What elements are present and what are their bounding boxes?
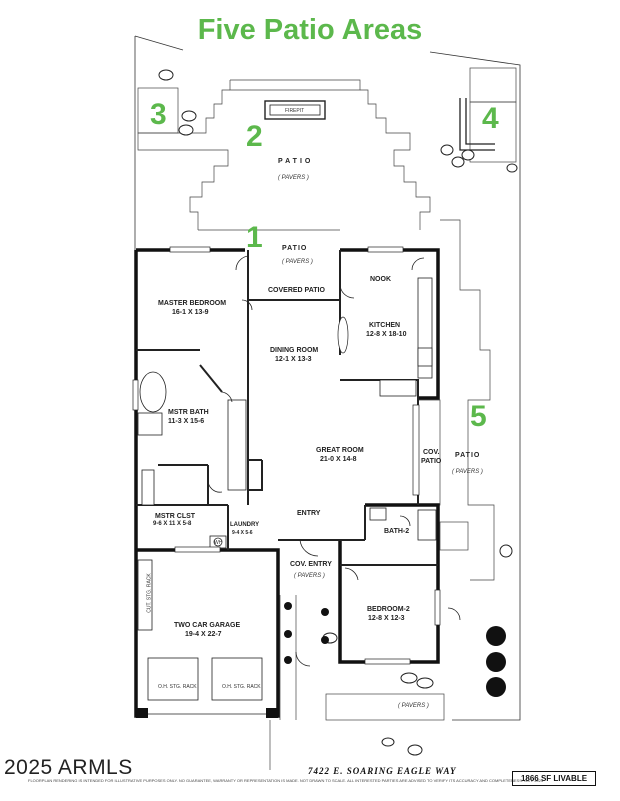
- cov-patio-label-2: PATIO: [421, 458, 442, 465]
- page-title: Five Patio Areas: [197, 14, 423, 46]
- nook-label: NOOK: [370, 276, 391, 283]
- dining-room-label: DINING ROOM: [270, 347, 319, 354]
- garage-label: TWO CAR GARAGE: [174, 622, 241, 629]
- watermark: 2025 ARMLS: [4, 756, 133, 779]
- mstr-bath-label: MSTR BATH: [168, 409, 209, 416]
- master-bedroom-label: MASTER BEDROOM: [158, 300, 227, 307]
- mstr-bath-size: 11-3 X 15-6: [168, 418, 205, 425]
- patio-right-label: PATIO: [455, 452, 481, 459]
- fixtures: [137, 277, 437, 701]
- mstr-clst-label: MSTR CLST: [155, 513, 196, 520]
- kitchen-size: 12-8 X 18-10: [366, 331, 407, 338]
- laundry-size: 9-4 X 5-6: [232, 530, 253, 536]
- patio-top-label: PATIO: [278, 158, 314, 165]
- dining-room-size: 12-1 X 13-3: [275, 356, 312, 363]
- disclaimer: FLOORPLAN RENDERING IS INTENDED FOR ILLU…: [28, 778, 544, 783]
- planter-area-4: [459, 98, 495, 151]
- stepping-stones: [158, 69, 518, 756]
- garage-size: 19-4 X 22-7: [185, 631, 222, 638]
- water-heater-label: WH: [214, 540, 223, 546]
- firepit-label: FIREPIT: [285, 108, 305, 114]
- cut-storage-rack: CUT. STG. RACK: [146, 573, 153, 613]
- exterior-walls: [134, 248, 440, 718]
- zone-label-2: 2: [246, 120, 263, 153]
- laundry-label: LAUNDRY: [230, 522, 260, 528]
- bedroom2-label: BEDROOM-2: [367, 606, 410, 613]
- mstr-clst-size: 9-6 X 11 X 5-8: [153, 521, 192, 527]
- bedroom2-size: 12-8 X 12-3: [368, 615, 405, 622]
- kitchen-label: KITCHEN: [369, 322, 401, 329]
- cov-patio-label: COV.: [423, 449, 440, 456]
- firepit: [264, 100, 326, 120]
- master-bedroom-size: 16-1 X 13-9: [172, 309, 209, 316]
- property-boundary: [134, 35, 521, 721]
- patio-mid-label: PATIO: [282, 245, 308, 252]
- bath2-label: BATH-2: [384, 528, 410, 535]
- entry-label: ENTRY: [297, 510, 321, 517]
- cov-entry-label: COV. ENTRY: [290, 561, 332, 568]
- zone-label-3: 3: [150, 98, 167, 131]
- great-room-size: 21-0 X 14-8: [320, 456, 357, 463]
- patio-right-pavers-label: ( PAVERS ): [452, 469, 483, 475]
- patio-top-pavers-label: ( PAVERS ): [278, 175, 309, 181]
- garage-door: [136, 708, 278, 718]
- cov-entry-pavers-label: ( PAVERS ): [294, 573, 325, 579]
- oh-storage-rack-1: O.H. STG. RACK: [158, 684, 197, 690]
- street-address: 7422 E. SOARING EAGLE WAY: [308, 766, 457, 776]
- pavers-bottom-label: ( PAVERS ): [398, 703, 429, 709]
- shrubs: [284, 602, 506, 697]
- zone-label-5: 5: [470, 400, 487, 433]
- zone-label-1: 1: [246, 221, 263, 254]
- oh-storage-rack-2: O.H. STG. RACK: [222, 684, 261, 690]
- windows: [132, 246, 441, 665]
- patio-mid-pavers-label: ( PAVERS ): [282, 259, 313, 265]
- bottom-walkway: [269, 595, 445, 770]
- covered-patio-label: COVERED PATIO: [268, 287, 325, 294]
- sqft-badge: 1866 SF LIVABLE: [512, 771, 596, 786]
- top-patio-pavers: [137, 67, 517, 231]
- zone-label-4: 4: [482, 102, 499, 135]
- doors: [207, 255, 461, 667]
- great-room-label: GREAT ROOM: [316, 447, 364, 454]
